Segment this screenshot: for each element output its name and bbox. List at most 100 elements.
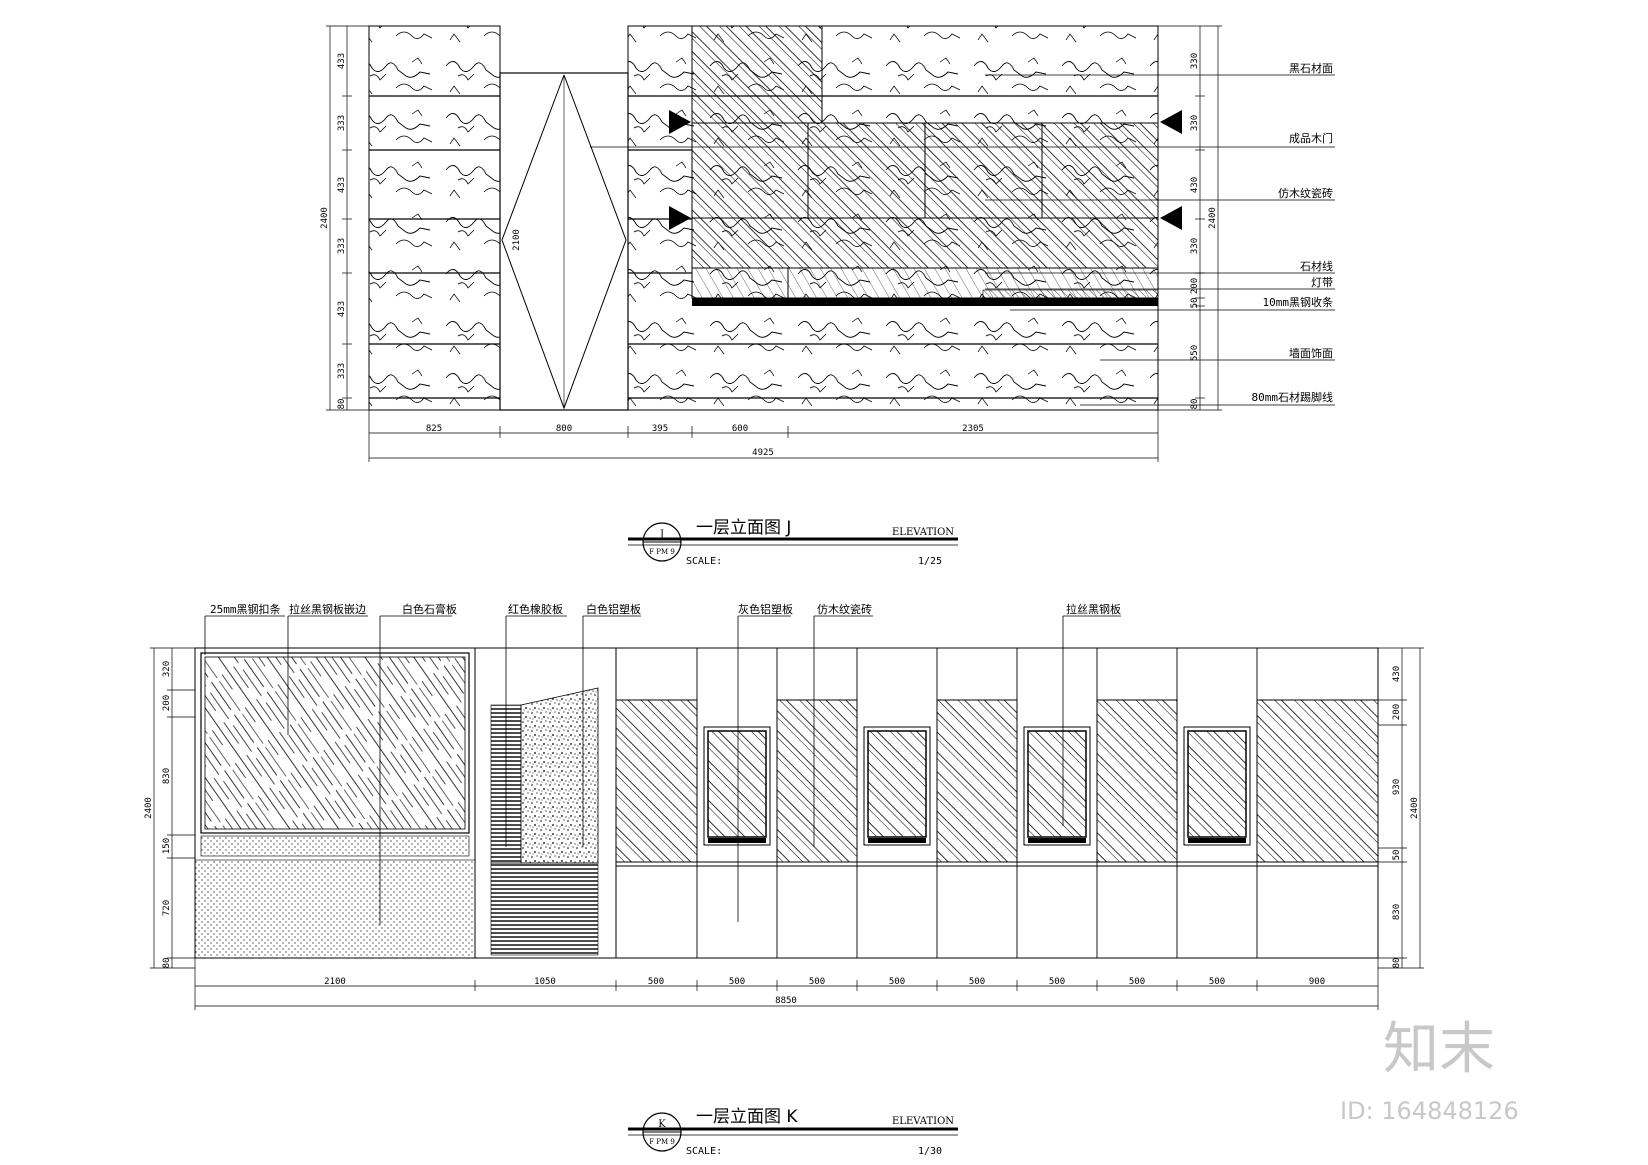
dim-text: 500 [648, 977, 664, 987]
dim-text: 900 [1309, 977, 1325, 987]
callout-leaders [590, 74, 1335, 406]
dim-text: 150 [162, 838, 172, 854]
dim-total: 2400 [144, 797, 154, 819]
dim-text: 500 [1049, 977, 1065, 987]
dim-text: 430 [1392, 666, 1402, 682]
callout-label: 80mm石材踢脚线 [1252, 390, 1334, 404]
dim-text: 500 [1209, 977, 1225, 987]
dim-text: 2100 [324, 977, 346, 987]
window-frame [1023, 726, 1091, 846]
dim-text: 330 [1190, 238, 1200, 254]
dim-text: 200 [1392, 704, 1402, 720]
dim-text: 825 [426, 424, 442, 434]
callout-label: 墙面饰面 [1289, 346, 1333, 360]
wood-tile-cell [1096, 699, 1178, 863]
wood-tile-top [691, 25, 823, 124]
drawing-title: 一层立面图 J [696, 518, 791, 538]
dim-text: 200 [162, 695, 172, 711]
symbol-ref: F PM 9 [649, 548, 675, 556]
wood-tile-cell [615, 699, 698, 863]
dim-text: 1050 [534, 977, 556, 987]
dim-total: 2400 [320, 207, 330, 229]
callout-leaders [204, 615, 1121, 925]
dim-text: 80 [337, 399, 347, 410]
dim-text: 830 [162, 768, 172, 784]
dim-total: 2400 [1410, 797, 1420, 819]
scale-value: 1/30 [918, 1146, 942, 1157]
gypsum-board-frame [200, 652, 470, 834]
callout-label: 白色铝塑板 [586, 602, 641, 616]
dotted-lower [194, 859, 476, 959]
dim-text: 500 [969, 977, 985, 987]
callout-label: 10mm黑钢收条 [1263, 295, 1334, 309]
drawing-subtitle: ELEVATION [892, 527, 954, 538]
dim-total: 2400 [1208, 207, 1218, 229]
callout-label: 白色石膏板 [402, 602, 457, 616]
dim-total: 4925 [752, 448, 774, 458]
scale-label: SCALE: [686, 556, 722, 567]
dim-text: 330 [1190, 53, 1200, 69]
rubber-board-lower [490, 862, 599, 956]
dim-total: 8850 [775, 996, 797, 1006]
dim-text: 320 [162, 661, 172, 677]
callout-label: 拉丝黑钢板嵌边 [289, 602, 366, 616]
white-aluminum-panel [520, 687, 599, 864]
dim-text: 80 [1190, 399, 1200, 410]
dim-text: 600 [732, 424, 748, 434]
symbol-ref: F PM 9 [649, 1138, 675, 1146]
dim-text: 200 [1190, 278, 1200, 294]
watermark-brand: 知末 [1383, 1017, 1495, 1082]
dim-text: 930 [1392, 779, 1402, 795]
black-steel-strip [692, 298, 1158, 306]
dim-text: 550 [1190, 345, 1200, 361]
wall-marble-left [368, 25, 501, 411]
window-frame [863, 726, 931, 846]
symbol-letter: J [659, 529, 664, 540]
dotted-band [200, 835, 470, 857]
dim-text: 2305 [962, 424, 984, 434]
callout-label: 灰色铝塑板 [738, 602, 793, 616]
watermark-id: ID: 164848126 [1340, 1097, 1519, 1125]
dim-text: 430 [1190, 177, 1200, 193]
watermark: 知末 ID: 164848126 [1340, 1017, 1519, 1125]
section-marker [669, 110, 691, 134]
dim-text: 433 [337, 301, 347, 317]
dim-text: 333 [337, 363, 347, 379]
title-block-j: J F PM 9 一层立面图 J ELEVATION SCALE: 1/25 [628, 518, 958, 567]
symbol-letter: K [658, 1119, 666, 1130]
section-marker [1160, 110, 1182, 134]
dim-text: 333 [337, 238, 347, 254]
dim-text: 395 [652, 424, 668, 434]
dim-text: 50 [1392, 850, 1402, 861]
dim-text: 500 [809, 977, 825, 987]
dim-text: 500 [729, 977, 745, 987]
callout-label: 拉丝黑钢板 [1066, 602, 1121, 616]
dim-text: 800 [556, 424, 572, 434]
callout-label: 25mm黑钢扣条 [210, 602, 281, 616]
dim-text: 333 [337, 115, 347, 131]
title-block-k: K F PM 9 一层立面图 K ELEVATION SCALE: 1/30 [628, 1107, 958, 1157]
elevation-j: 黑石材面 成品木门 仿木纹瓷砖 石材线 灯带 10mm黑钢收条 墙面饰面 80m… [320, 25, 1335, 567]
scale-value: 1/25 [918, 556, 942, 567]
wood-tile-cell [1256, 699, 1379, 863]
dim-text: 720 [162, 900, 172, 916]
drawing-subtitle: ELEVATION [892, 1116, 954, 1127]
dim-text: 433 [337, 177, 347, 193]
dim-text: 80 [162, 958, 172, 969]
light-strip [982, 289, 1159, 299]
callout-label: 仿木纹瓷砖 [1278, 186, 1333, 200]
callout-label: 石材线 [1300, 259, 1333, 273]
section-marker [1160, 206, 1182, 230]
dim-text: 330 [1190, 115, 1200, 131]
dim-text: 50 [1190, 298, 1200, 309]
callout-label: 红色橡胶板 [508, 602, 563, 616]
wood-tile-cell [936, 699, 1018, 863]
window-frame [1183, 726, 1251, 846]
elevation-k: 25mm黑钢扣条 拉丝黑钢板嵌边 白色石膏板 红色橡胶板 白色铝塑板 灰色铝塑板… [144, 602, 1424, 1157]
door-height: 2100 [512, 229, 522, 251]
steel-panel [204, 656, 466, 830]
drawing-title: 一层立面图 K [696, 1107, 798, 1127]
callout-label: 仿木纹瓷砖 [817, 602, 872, 616]
callout-label: 成品木门 [1289, 131, 1333, 145]
